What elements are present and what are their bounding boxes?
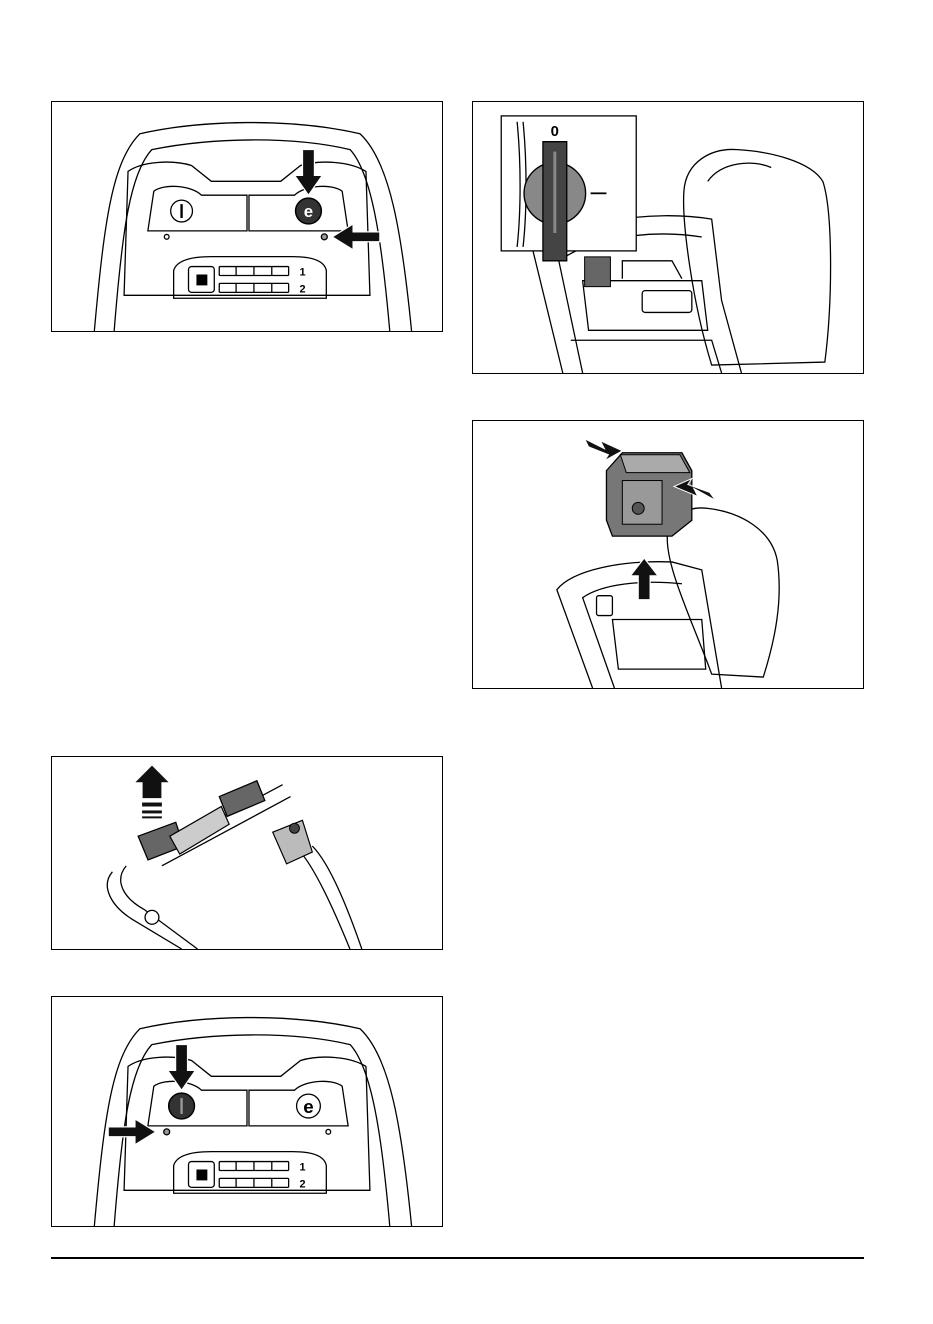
power-button-housing xyxy=(148,186,247,231)
figure-control-panel-eco: e 1 2 xyxy=(51,101,443,332)
control-panel-illustration: e 1 2 xyxy=(52,997,442,1226)
arrow-left-icon xyxy=(332,224,380,250)
figure-battery-removal xyxy=(472,420,864,689)
slot-label-1: 1 xyxy=(300,1161,306,1173)
battery-cover xyxy=(684,149,831,365)
figure-safety-key: 0 xyxy=(472,101,864,374)
mower-body-outline xyxy=(94,1018,411,1226)
eco-button-housing xyxy=(249,1081,348,1126)
footer-rule xyxy=(51,1257,864,1259)
eco-indicator-led xyxy=(326,1129,331,1134)
arrow-in-icon-left xyxy=(585,439,623,461)
stop-square-icon xyxy=(196,1169,207,1180)
battery-compartment-icon xyxy=(612,620,705,670)
battery-removal-illustration xyxy=(473,421,863,688)
key-label-off: 0 xyxy=(551,124,559,140)
arrow-up-icon xyxy=(630,558,658,600)
control-panel-illustration: e 1 2 xyxy=(52,102,442,331)
slot-label-2: 2 xyxy=(300,283,306,295)
key-in-compartment xyxy=(585,257,611,287)
handle-knob xyxy=(145,910,159,924)
handle-bar-icon-right xyxy=(300,852,349,949)
eco-e-icon: e xyxy=(304,202,313,221)
safety-key-illustration: 0 xyxy=(473,102,863,373)
slot-label-1: 1 xyxy=(300,266,306,278)
grip-right xyxy=(219,781,265,817)
eco-indicator-led xyxy=(321,234,327,240)
figure-control-panel-power: e 1 2 xyxy=(51,996,443,1227)
arrow-up-dashed-icon xyxy=(134,765,170,818)
slot-label-2: 2 xyxy=(300,1178,306,1190)
battery-cover xyxy=(667,508,779,677)
arrow-down-icon xyxy=(295,150,323,196)
figure-handle xyxy=(51,756,443,950)
eco-e-icon: e xyxy=(303,1096,313,1117)
battery-compartment-icon xyxy=(583,281,708,331)
power-indicator-led xyxy=(164,1129,170,1135)
mower-body-outline xyxy=(94,123,411,331)
arrow-down-icon xyxy=(168,1045,196,1091)
power-indicator-led xyxy=(164,234,169,239)
handle-illustration xyxy=(52,757,442,949)
stop-square-icon xyxy=(196,274,207,285)
power-button-housing xyxy=(148,1081,247,1126)
